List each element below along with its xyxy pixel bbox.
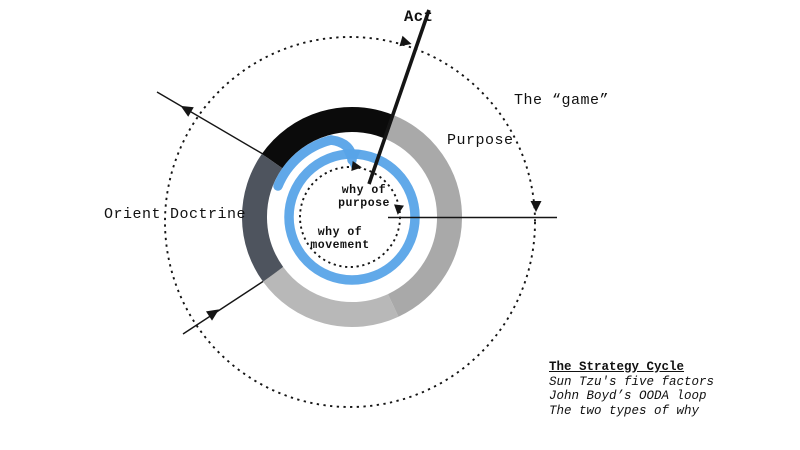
legend-item: The two types of why: [549, 403, 700, 418]
ring-segment-black-act: [261, 107, 394, 169]
why-of-movement-line1: why of: [317, 226, 363, 239]
inner-circle-clockwise-arrow-top-icon: [351, 161, 362, 171]
legend-title: The Strategy Cycle: [549, 360, 685, 374]
inner-dotted-circle: [299, 166, 401, 268]
ring-segment-slate-doctrine: [242, 153, 284, 282]
upper-left-axis-line: [156, 91, 269, 158]
purpose-label: Purpose: [447, 132, 514, 149]
ring-segment-gray-bottom: [262, 266, 399, 327]
ring-segment-gray-purpose: [383, 115, 462, 317]
orient-label: Orient: [104, 206, 162, 223]
doctrine-label: Doctrine: [170, 206, 247, 223]
why-of-movement-line2: movement: [310, 239, 370, 252]
legend: The Strategy Cycle Sun Tzu's five factor…: [549, 360, 714, 418]
act-label: Act: [404, 8, 434, 26]
outer-circle-clockwise-arrow-right-icon: [530, 201, 542, 212]
legend-item: John Boyd’s OODA loop: [549, 389, 707, 403]
why-of-movement-label: why of movement: [290, 226, 390, 252]
why-of-purpose-line2: purpose: [338, 197, 390, 210]
lower-left-axis-arrowhead-icon: [205, 309, 220, 321]
upper-left-axis-arrowhead-icon: [180, 105, 194, 117]
inner-circle-clockwise-arrow-right-icon: [394, 204, 404, 215]
outer-dotted-circle: [164, 36, 536, 408]
legend-item: Sun Tzu's five factors: [549, 374, 715, 389]
game-label: The “game”: [514, 92, 610, 109]
blue-spiral-tail-and-arrow: [273, 135, 361, 191]
outer-circle-clockwise-arrow-top-icon: [399, 35, 412, 47]
why-of-purpose-label: why of purpose: [314, 184, 414, 210]
act-pointer-line: [367, 9, 431, 185]
why-of-purpose-line1: why of: [341, 184, 387, 197]
